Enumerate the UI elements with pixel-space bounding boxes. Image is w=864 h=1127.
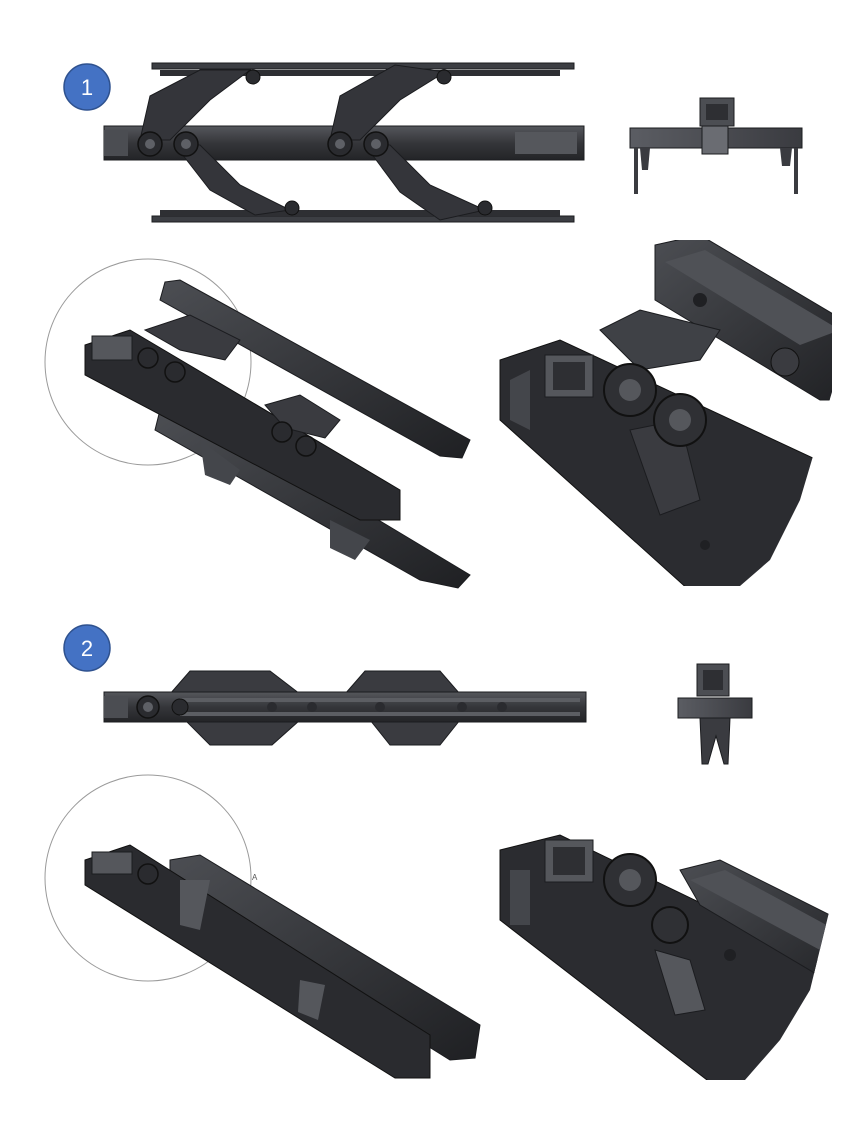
detail-callout-circle: [44, 774, 252, 982]
step-2-section: 2 A: [44, 624, 832, 1080]
step-2-badge: 2: [63, 624, 111, 672]
step-1-badge: 1: [63, 63, 111, 111]
step-2-top-view: [103, 670, 587, 746]
detail-callout-circle: [44, 258, 252, 466]
step-1-end-view: [629, 97, 803, 194]
step-2-iso-view: A: [44, 774, 481, 1079]
step-2-number: 2: [81, 636, 93, 661]
detail-callout-label: A: [252, 873, 258, 882]
step-1-detail-view: [498, 240, 832, 586]
step-1-top-view: [103, 62, 585, 223]
step-2-detail-view: [498, 822, 832, 1080]
step-1-section: 1: [44, 62, 832, 589]
step-1-number: 1: [81, 75, 93, 100]
step-1-iso-view: [44, 258, 471, 589]
step-2-end-view: [677, 663, 753, 765]
